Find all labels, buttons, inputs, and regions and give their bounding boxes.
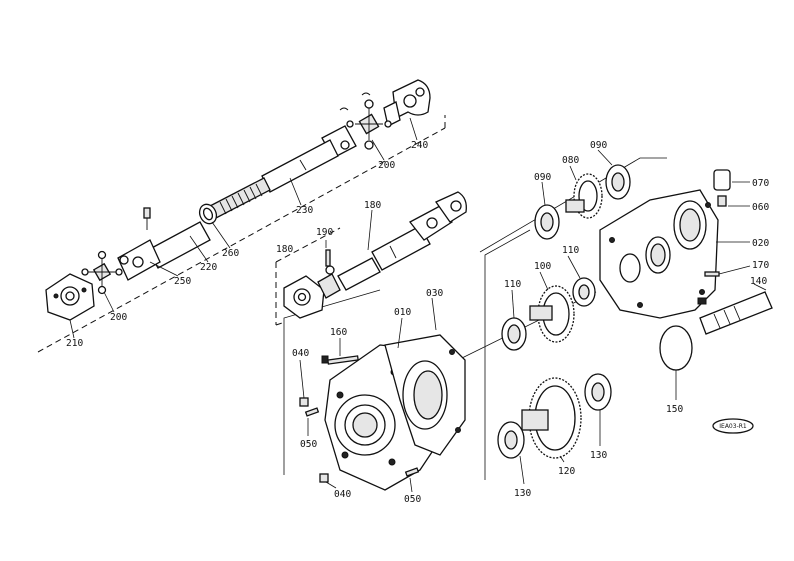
label-200-upper: 200 [378,160,395,171]
label-040-upper: 040 [292,348,309,359]
label-130-lower: 130 [514,488,531,499]
label-030: 030 [426,288,443,299]
label-050-left: 050 [300,439,317,450]
label-100: 100 [534,261,551,272]
label-120: 120 [558,466,575,477]
part-number-labels: 240 200 230 260 220 250 200 210 180 180 … [66,140,769,505]
label-040-lower: 040 [334,489,351,500]
label-190: 190 [316,227,333,238]
label-090-right: 090 [590,140,607,151]
label-150: 150 [666,404,683,415]
label-130-right: 130 [590,450,607,461]
label-160: 160 [330,327,347,338]
drawing-id-stamp: IEA03-R1 [712,418,754,434]
label-180-left: 180 [276,244,293,255]
label-240: 240 [411,140,428,151]
label-140: 140 [750,276,767,287]
label-170: 170 [752,260,769,271]
label-020: 020 [752,238,769,249]
dashed-group-outlines [37,115,446,353]
label-050-right: 050 [404,494,421,505]
label-070: 070 [752,178,769,189]
middle-propeller-shaft [283,191,467,319]
bearings-and-gears [497,164,631,459]
label-260: 260 [222,248,239,259]
upper-propeller-shaft [45,79,431,321]
gear-housing [299,334,466,491]
leader-lines [69,117,767,493]
label-110-upper: 110 [562,245,579,256]
cover-plate [599,169,773,371]
stamp-text: IEA03-R1 [719,423,747,430]
label-110-lower: 110 [504,279,521,290]
label-080: 080 [562,155,579,166]
label-060: 060 [752,202,769,213]
label-230: 230 [296,205,313,216]
label-220: 220 [200,262,217,273]
label-010: 010 [394,307,411,318]
label-200-lower: 200 [110,312,127,323]
bracket-lines [283,157,667,480]
label-250: 250 [174,276,191,287]
label-180-upper: 180 [364,200,381,211]
label-210: 210 [66,338,83,349]
label-090-left: 090 [534,172,551,183]
